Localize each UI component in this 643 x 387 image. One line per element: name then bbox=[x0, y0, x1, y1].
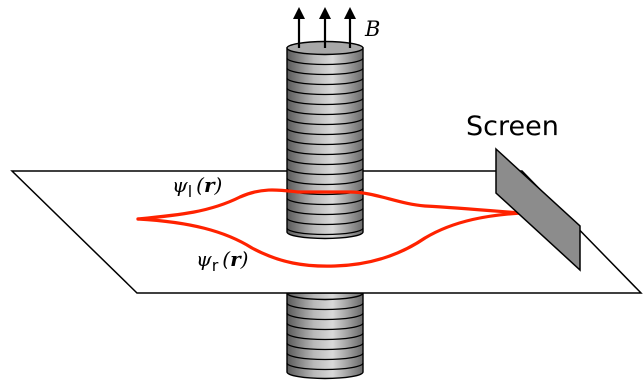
field-label: B bbox=[364, 17, 380, 41]
coil-winding bbox=[286, 87, 364, 96]
coil-winding bbox=[286, 177, 364, 186]
coil-winding bbox=[286, 197, 364, 206]
coil-winding bbox=[286, 322, 364, 331]
coil-winding bbox=[286, 147, 364, 156]
screen-label: Screen bbox=[466, 111, 559, 142]
path-right bbox=[136, 211, 523, 268]
coil-winding bbox=[286, 302, 364, 311]
coil-winding bbox=[286, 77, 364, 86]
coil-winding bbox=[286, 97, 364, 106]
field-arrow-icon bbox=[344, 7, 356, 48]
psi-left-label: ψl(r) bbox=[172, 173, 222, 201]
coil-winding bbox=[286, 137, 364, 146]
coil-winding bbox=[286, 342, 364, 351]
solenoid-upper bbox=[286, 40, 364, 240]
coil-winding bbox=[286, 217, 364, 226]
coil-winding bbox=[286, 57, 364, 66]
screen bbox=[495, 147, 581, 272]
coil-winding bbox=[286, 332, 364, 341]
coil-winding bbox=[286, 117, 364, 126]
coil-winding bbox=[286, 107, 364, 116]
coil-winding bbox=[286, 352, 364, 361]
coil-winding bbox=[286, 67, 364, 76]
solenoid-lower-body bbox=[286, 292, 364, 380]
coil-winding bbox=[286, 157, 364, 166]
coil-winding bbox=[286, 167, 364, 176]
coil-winding bbox=[286, 207, 364, 216]
field-arrows bbox=[293, 7, 356, 48]
coil-winding bbox=[286, 312, 364, 321]
coil-winding bbox=[286, 227, 364, 236]
coil-winding bbox=[286, 362, 364, 371]
solenoid-lower bbox=[286, 285, 364, 380]
coil-winding bbox=[286, 127, 364, 136]
field-arrow-icon bbox=[293, 7, 305, 48]
field-arrow-icon bbox=[319, 7, 331, 48]
psi-right-label: ψr(r) bbox=[196, 247, 248, 275]
path-left bbox=[136, 188, 523, 221]
